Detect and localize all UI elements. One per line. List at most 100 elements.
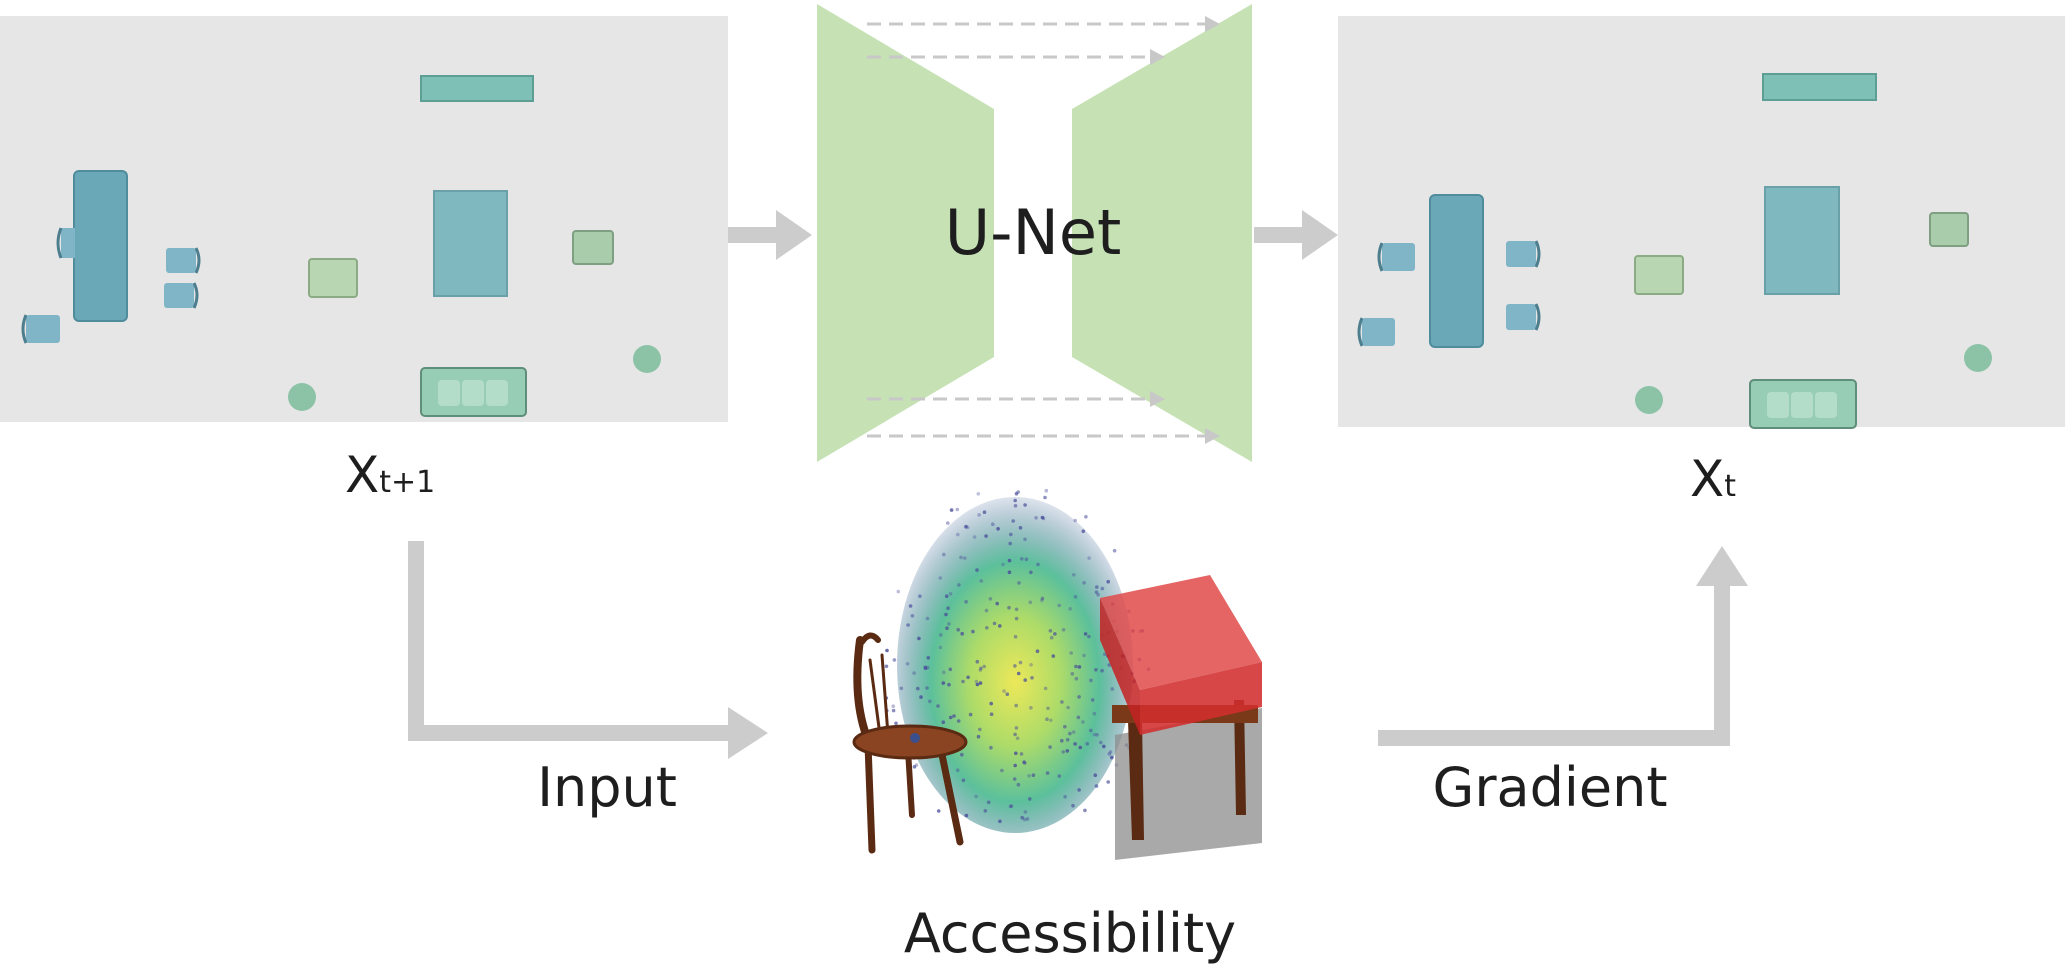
- point-cloud-dot: [923, 665, 927, 670]
- point-cloud-dot: [1001, 562, 1005, 567]
- point-cloud-dot: [938, 576, 943, 580]
- point-cloud-dot: [989, 701, 993, 706]
- point-cloud-dot: [1048, 745, 1052, 749]
- point-cloud-dot: [928, 699, 932, 704]
- point-cloud-dot: [1023, 537, 1027, 542]
- input-scene-label: Xt+1: [345, 446, 435, 504]
- point-cloud-dot: [1102, 744, 1106, 749]
- point-cloud-dot: [891, 704, 895, 708]
- point-cloud-dot: [1106, 780, 1110, 784]
- point-cloud-dot: [1011, 519, 1015, 523]
- chair: [1357, 317, 1395, 347]
- point-cloud-dot: [1016, 782, 1021, 787]
- accessibility-box-front: [1100, 598, 1140, 735]
- point-cloud-dot: [908, 604, 913, 608]
- point-cloud-dot: [1013, 634, 1018, 639]
- point-cloud-dot: [1099, 740, 1103, 745]
- point-cloud-dot: [992, 621, 997, 626]
- point-cloud-dot: [905, 662, 910, 666]
- point-cloud-dot: [910, 614, 915, 618]
- point-cloud-dot: [1036, 562, 1040, 567]
- point-cloud-dot: [1095, 585, 1099, 589]
- point-cloud-dot: [991, 522, 995, 526]
- point-cloud-dot: [1013, 763, 1017, 768]
- point-cloud-dot: [975, 568, 979, 572]
- point-cloud-dot: [1014, 726, 1019, 730]
- point-cloud-dot: [1092, 711, 1097, 716]
- point-cloud-dot: [1014, 751, 1018, 756]
- point-cloud-dot: [1083, 632, 1088, 636]
- chair: [164, 282, 199, 309]
- plant: [288, 383, 316, 411]
- point-cloud-dot: [1049, 718, 1053, 723]
- point-cloud-dot: [946, 521, 950, 525]
- point-cloud-dot: [1044, 488, 1049, 493]
- point-cloud-dot: [988, 597, 993, 601]
- point-cloud-dot: [1096, 592, 1100, 597]
- point-cloud-dot: [971, 629, 975, 634]
- point-cloud-dot: [938, 645, 943, 650]
- point-cloud-dot: [977, 513, 981, 517]
- point-cloud-dot: [1071, 803, 1075, 808]
- point-cloud-dot: [1009, 804, 1014, 808]
- point-cloud-dot: [960, 752, 964, 757]
- point-cloud-dot: [936, 704, 940, 708]
- point-cloud-dot: [1007, 558, 1012, 563]
- point-cloud-dot: [906, 623, 910, 627]
- point-cloud-dot: [989, 712, 994, 716]
- point-cloud-dot: [1078, 745, 1083, 750]
- point-cloud-dot: [1090, 698, 1095, 702]
- accessibility-box-shadow: [1115, 708, 1262, 860]
- point-cloud-dot: [1005, 692, 1010, 696]
- point-cloud-dot: [1051, 654, 1056, 658]
- point-cloud-dot: [976, 492, 981, 496]
- point-cloud-dot: [947, 682, 951, 687]
- point-cloud-dot: [1089, 728, 1093, 733]
- point-cloud-dot: [1077, 788, 1081, 792]
- point-cloud-dot: [1095, 733, 1099, 737]
- point-cloud-dot: [1065, 738, 1070, 742]
- point-cloud-dot: [1014, 703, 1018, 708]
- point-cloud-dot: [998, 624, 1002, 628]
- point-cloud-dot: [1077, 665, 1082, 669]
- table-front-leg: [1128, 720, 1144, 840]
- point-cloud-dot: [939, 633, 943, 637]
- point-cloud-dot: [1045, 771, 1050, 775]
- point-cloud-dot: [1015, 736, 1020, 741]
- point-cloud-dot: [917, 636, 921, 641]
- point-cloud-dot: [978, 668, 983, 672]
- plant: [633, 345, 661, 373]
- point-cloud-dot: [1040, 515, 1045, 520]
- point-cloud-dot: [1073, 742, 1077, 746]
- point-cloud-dot: [1053, 632, 1057, 636]
- point-cloud-dot: [996, 527, 1000, 531]
- point-cloud-dot: [896, 589, 901, 594]
- point-cloud-dot: [946, 606, 950, 610]
- tv-cabinet: [420, 75, 534, 102]
- point-cloud-dot: [1008, 804, 1013, 809]
- point-cloud-dot: [978, 727, 982, 732]
- point-cloud-dot: [947, 622, 951, 626]
- point-cloud-dot: [1068, 607, 1072, 611]
- point-cloud-dot: [1087, 634, 1091, 639]
- point-cloud-dot: [1061, 628, 1066, 632]
- point-cloud-dot: [899, 686, 904, 691]
- point-cloud-dot: [1073, 518, 1077, 523]
- point-cloud-dot: [957, 583, 961, 587]
- point-cloud-dot: [1112, 548, 1117, 553]
- skip-connections: [867, 22, 1205, 438]
- coffee-table: [1764, 186, 1840, 295]
- point-cloud-dot: [974, 794, 978, 799]
- point-cloud-dot: [919, 695, 923, 699]
- coffee-table: [433, 190, 508, 297]
- point-cloud-dot: [975, 659, 980, 664]
- point-cloud-dot: [1048, 629, 1053, 633]
- point-cloud-dot: [1009, 532, 1013, 537]
- skip-connection-heads: [1150, 16, 1220, 444]
- point-cloud-dot: [912, 765, 917, 769]
- point-cloud-dot: [1014, 491, 1019, 496]
- point-cloud-dot: [979, 579, 984, 583]
- point-cloud-dot: [1008, 541, 1012, 546]
- point-cloud-dot: [1049, 635, 1054, 640]
- accessibility-illustration: [852, 488, 1262, 860]
